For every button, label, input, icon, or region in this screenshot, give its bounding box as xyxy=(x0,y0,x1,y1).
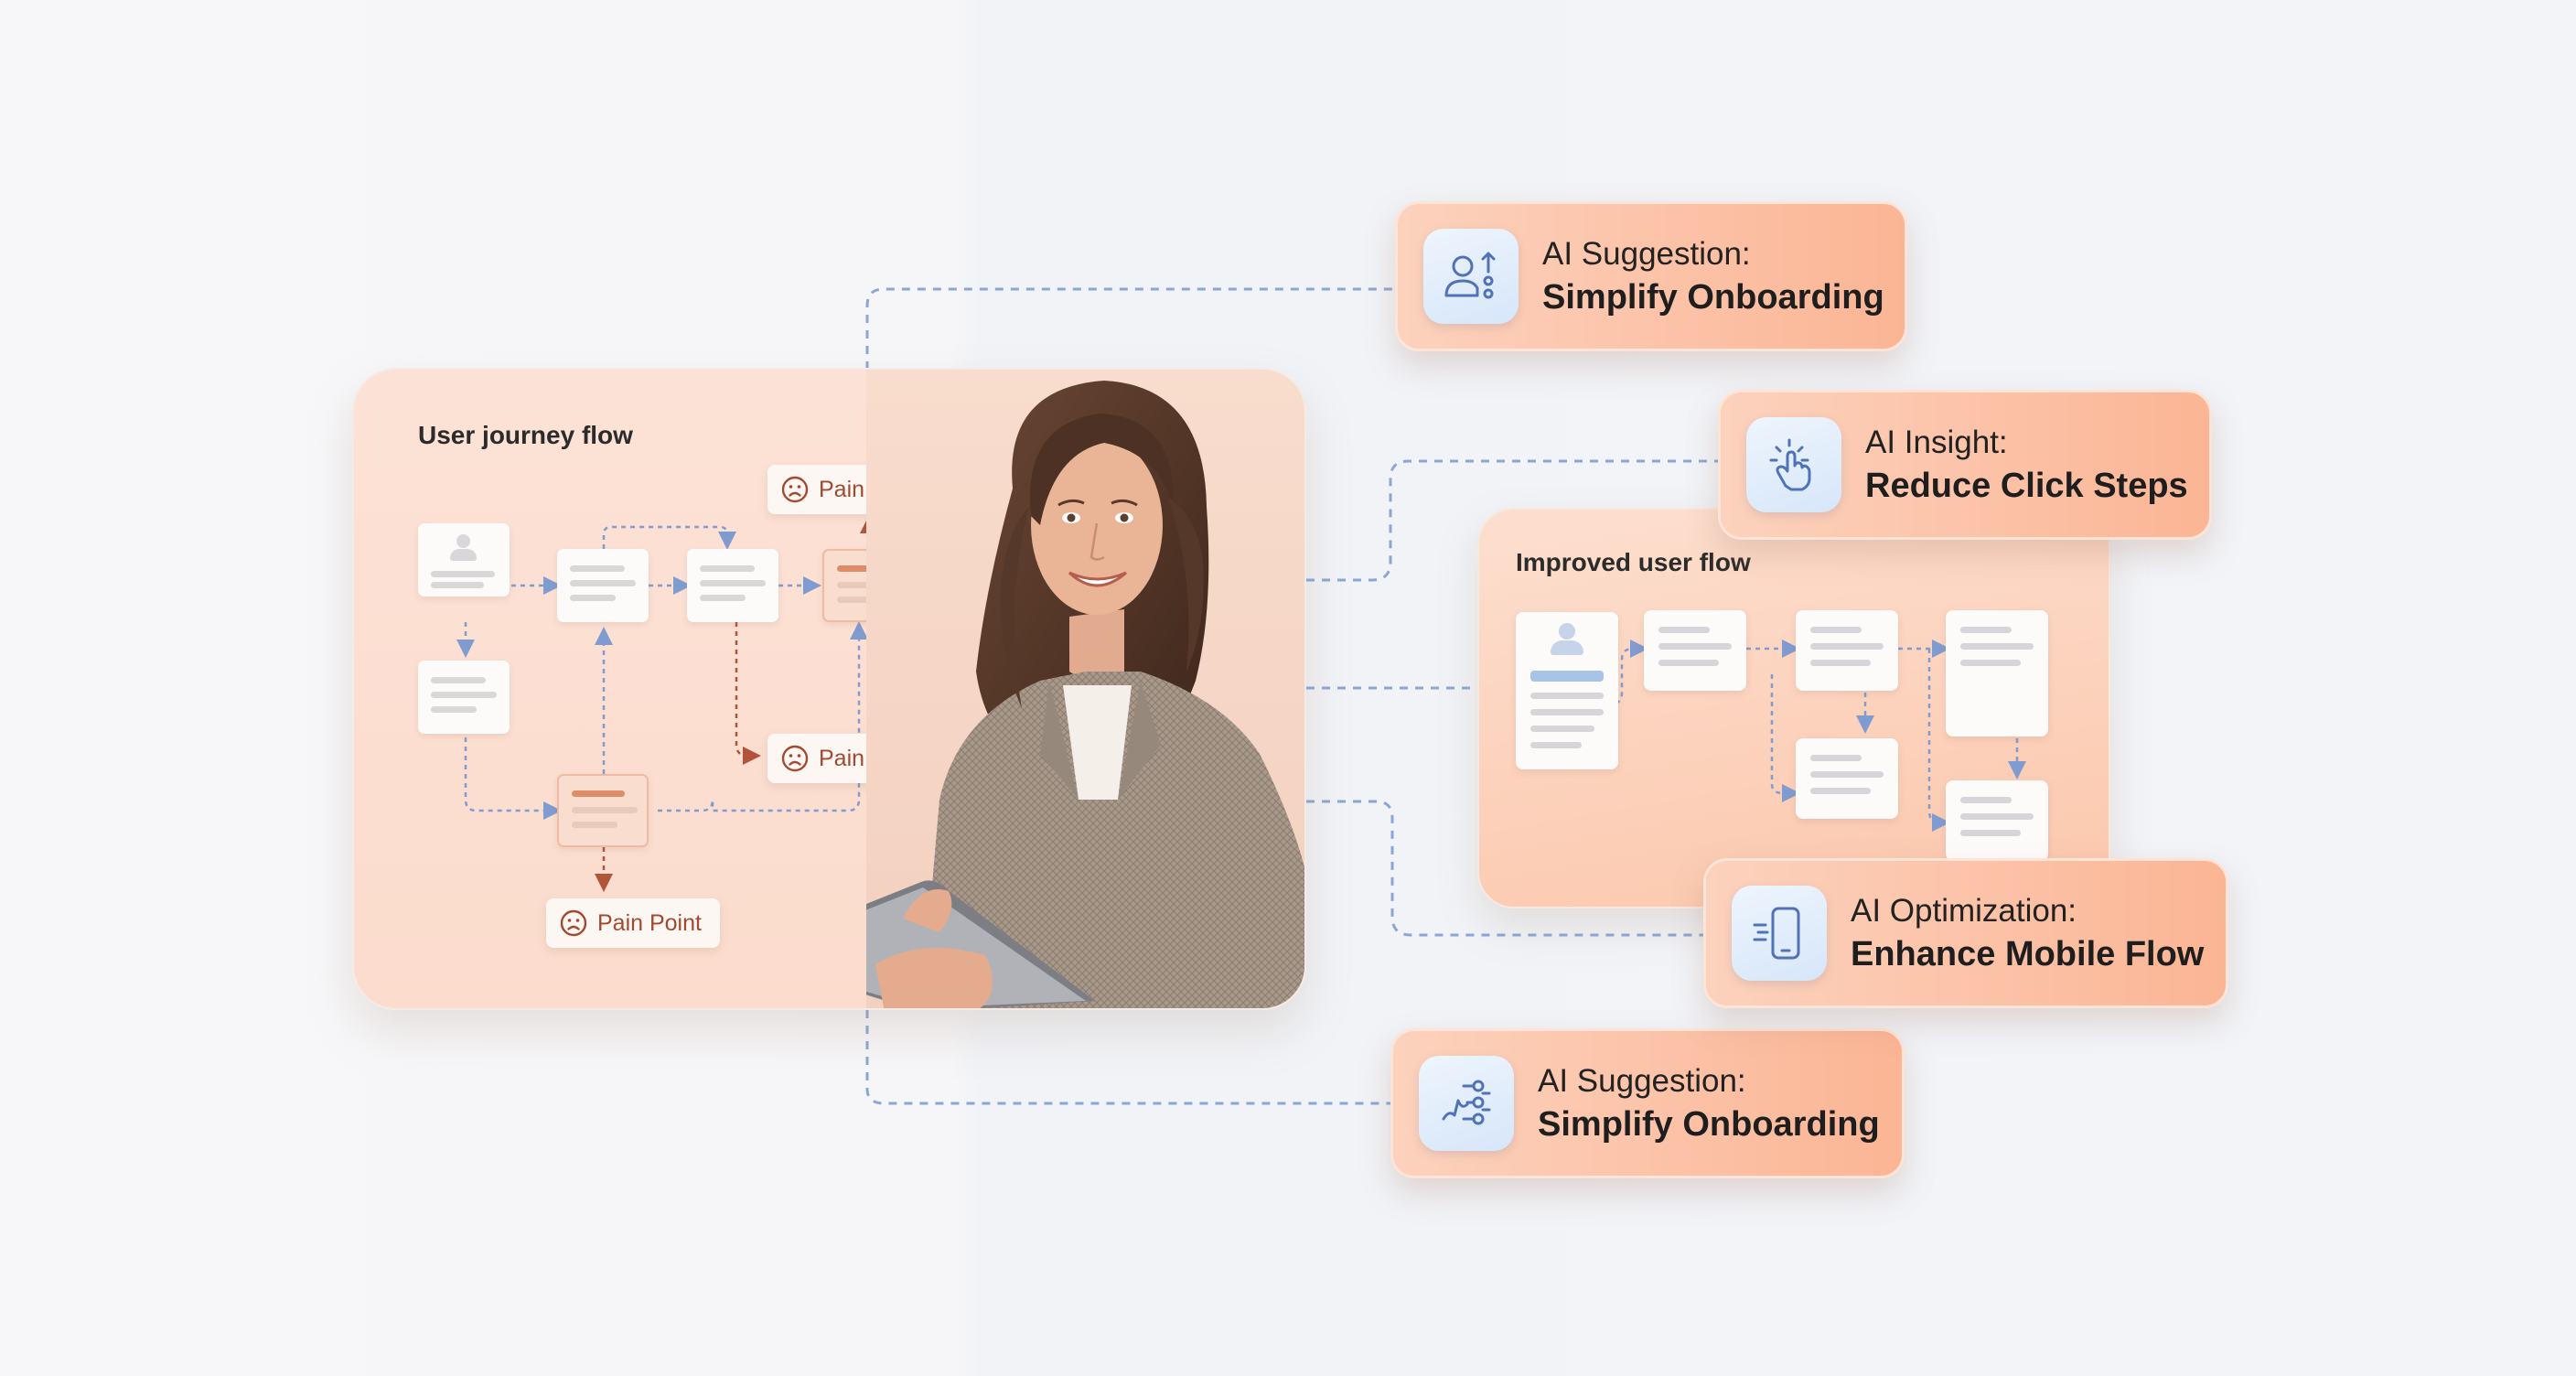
ai-card-title: Enhance Mobile Flow xyxy=(1851,935,2205,973)
ai-optimization-card[interactable]: AI Optimization: Enhance Mobile Flow xyxy=(1703,858,2228,1008)
sad-face-icon xyxy=(781,745,809,772)
improved-step-user xyxy=(1516,612,1618,769)
mobile-phone-icon xyxy=(1753,907,1800,960)
ai-suggestion-card[interactable]: AI Suggestion: Simplify Onboarding xyxy=(1390,1028,1905,1178)
ai-card-icon-box xyxy=(1746,417,1841,512)
woman-with-tablet-photo xyxy=(866,370,1304,1008)
sad-face-icon xyxy=(781,476,809,503)
improved-flow-card: Improved user flow xyxy=(1477,508,2110,908)
journey-step xyxy=(557,549,649,622)
pain-point-badge: Pain Point xyxy=(546,898,720,948)
journey-step-pain xyxy=(557,774,649,847)
ai-card-title: Simplify Onboarding xyxy=(1538,1105,1880,1144)
tap-hand-icon xyxy=(1769,438,1811,491)
ai-insight-card[interactable]: AI Insight: Reduce Click Steps xyxy=(1718,390,2212,540)
ai-card-title: Simplify Onboarding xyxy=(1542,278,1884,317)
journey-step xyxy=(687,549,778,622)
ai-card-icon-box xyxy=(1423,229,1519,324)
improved-step xyxy=(1796,610,1898,691)
user-journey-card: User journey flow xyxy=(352,368,1306,1010)
user-settings-icon xyxy=(1444,252,1496,299)
flow-nodes-icon xyxy=(1442,1080,1491,1125)
improved-flow-arrows xyxy=(1606,640,2026,832)
pain-point-label: Pain Point xyxy=(597,909,702,936)
journey-step-user xyxy=(418,523,510,597)
sad-face-icon xyxy=(560,909,587,937)
journey-card-title: User journey flow xyxy=(418,421,633,449)
journey-flow-arrows xyxy=(456,515,866,892)
ai-card-icon-box xyxy=(1419,1056,1514,1151)
improved-step xyxy=(1946,610,2048,736)
improved-step xyxy=(1946,780,2048,861)
improved-step xyxy=(1796,738,1898,819)
ai-card-label: AI Suggestion: xyxy=(1538,1063,1746,1099)
ai-card-title: Reduce Click Steps xyxy=(1865,467,2188,505)
improved-card-title: Improved user flow xyxy=(1516,548,1751,576)
journey-step xyxy=(418,661,510,734)
ai-card-label: AI Optimization: xyxy=(1851,893,2077,929)
ai-card-label: AI Insight: xyxy=(1865,425,2008,460)
ai-suggestion-card[interactable]: AI Suggestion: Simplify Onboarding xyxy=(1395,201,1907,351)
ai-card-icon-box xyxy=(1732,886,1827,981)
ai-card-label: AI Suggestion: xyxy=(1542,236,1751,272)
improved-step xyxy=(1644,610,1746,691)
